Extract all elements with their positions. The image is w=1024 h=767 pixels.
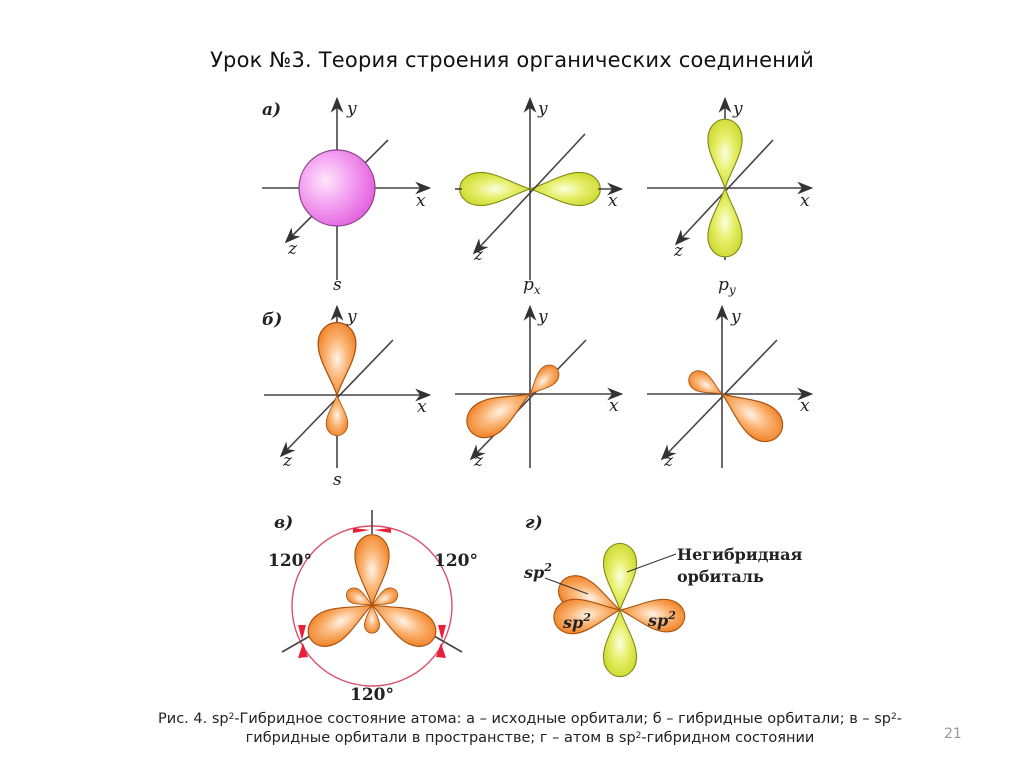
unhybridized-label-2: орбиталь — [677, 567, 764, 586]
svg-text:x: x — [608, 191, 618, 211]
page-number: 21 — [944, 726, 962, 742]
sp2-atom-diagram: Негибридная орбиталь sp2 sp2 sp2 — [523, 542, 802, 678]
angle-label-bottom: 120° — [350, 685, 394, 705]
panel-b-label: б) — [262, 310, 282, 330]
svg-text:y: y — [346, 307, 357, 327]
py-caption: py — [718, 275, 736, 297]
px-orbital-diagram: y x z px — [455, 96, 624, 297]
sp2-planar-diagram: 120° 120° 120° — [268, 510, 478, 705]
svg-text:y: y — [346, 99, 357, 119]
hybrid-orbital-2-diagram: y x z — [455, 304, 624, 471]
svg-text:y: y — [730, 307, 741, 327]
panel-g-label: г) — [525, 513, 543, 533]
hybrid-orbital-3-diagram: y x z — [647, 304, 814, 471]
angle-label-right: 120° — [434, 551, 478, 571]
hybrid-orbital-1-diagram: y x z s — [264, 304, 432, 490]
px-caption: px — [523, 275, 541, 297]
unhybridized-label-1: Негибридная — [677, 545, 802, 564]
svg-text:z: z — [473, 451, 484, 471]
slide-title: Урок №3. Теория строения органических со… — [210, 48, 814, 72]
svg-text:y: y — [732, 99, 743, 119]
panel-a-label: а) — [262, 100, 281, 120]
svg-text:z: z — [473, 245, 484, 265]
s-caption: s — [333, 275, 342, 295]
panel-v-label: в) — [274, 513, 293, 533]
svg-text:x: x — [800, 396, 810, 416]
hybrid-1-caption: s — [333, 470, 342, 490]
svg-text:x: x — [800, 191, 810, 211]
svg-text:z: z — [663, 451, 674, 471]
svg-text:x: x — [609, 396, 619, 416]
svg-text:y: y — [537, 307, 548, 327]
svg-text:z: z — [673, 241, 684, 261]
svg-text:x: x — [417, 397, 427, 417]
angle-label-left: 120° — [268, 551, 312, 571]
svg-text:z: z — [287, 239, 298, 259]
svg-text:x: x — [416, 191, 426, 211]
svg-text:z: z — [282, 451, 293, 471]
svg-text:y: y — [537, 99, 548, 119]
figure-caption: Рис. 4. sp2-Гибридное состояние атома: а… — [158, 711, 902, 746]
s-orbital-diagram: y x z s — [262, 96, 432, 295]
py-orbital-diagram: y x z py — [647, 96, 814, 297]
